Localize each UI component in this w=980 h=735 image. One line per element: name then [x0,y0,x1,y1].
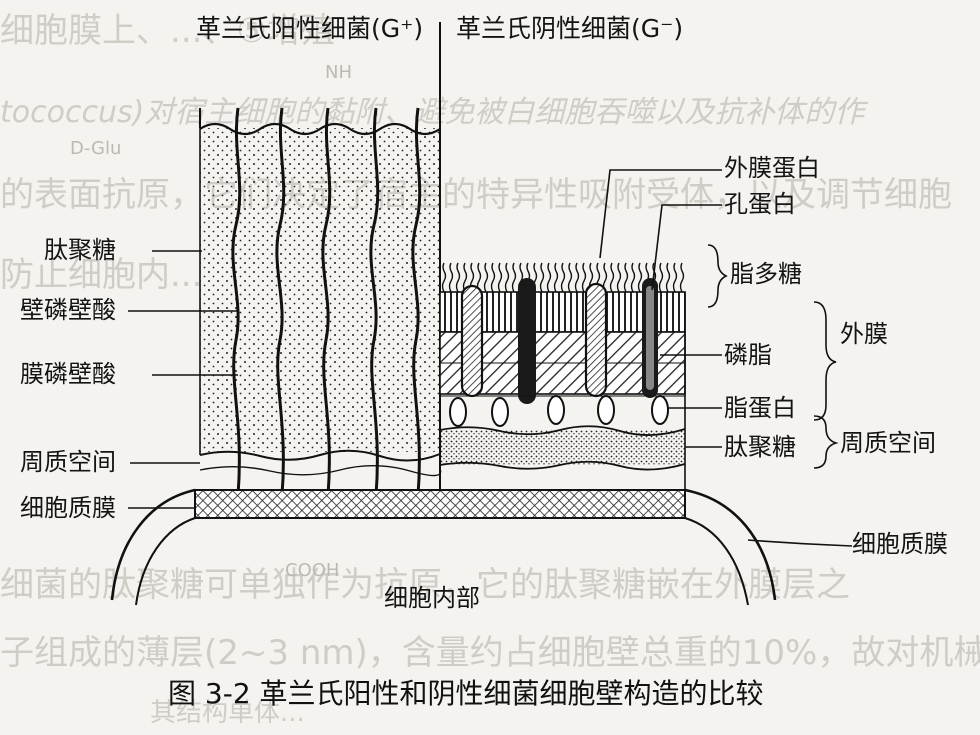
label-phospholipid: 磷脂 [724,341,772,369]
teichoic-chain-1 [231,107,242,496]
label-porin: 孔蛋白 [724,190,796,218]
teichoic-chain-3 [321,107,332,496]
omp-protein-1 [460,284,484,398]
cell-envelope-left-curve [110,488,196,601]
leader-lines [128,169,853,547]
label-cell-interior: 细胞内部 [384,584,480,612]
bg-dglu: D-Glu [70,138,122,159]
bg-text-line-6: 子组成的薄层(2~3 nm)，含量约占细胞壁总重的10%，故对机械 [0,633,980,673]
header-gram-positive: 革兰氏阳性细菌(G⁺) [196,14,424,43]
label-gneg-membrane: 细胞质膜 [852,530,948,558]
bg-text-line-2: tococcus)对宿主细胞的黏附、避免被白细胞吞噬以及抗补体的作 [0,95,865,130]
bg-text-line-4: 防止细胞内... [0,255,203,295]
gpos-periplasm [199,449,441,462]
label-lipoprotein: 脂蛋白 [724,394,796,422]
label-gpos-peptidoglycan: 肽聚糖 [44,236,116,264]
label-outer-membrane: 外膜 [840,320,888,348]
omp-protein-2 [584,282,608,398]
bg-cooh: COOH [285,560,340,581]
label-gpos-periplasm: 周质空间 [20,448,116,476]
label-gneg-peptidoglycan: 肽聚糖 [724,433,796,461]
cell-envelope-right-curve [684,488,777,601]
teichoic-chain-5 [411,107,422,496]
label-lipoteichoic-acid: 膜磷壁酸 [20,360,116,388]
label-teichoic-acid: 壁磷壁酸 [20,296,116,324]
header-gram-negative: 革兰氏阴性细菌(G⁻) [456,14,684,43]
label-lps: 脂多糖 [730,260,802,288]
label-gpos-membrane: 细胞质膜 [20,494,116,522]
figure-caption: 图 3-2 革兰氏阳性和阴性细菌细胞壁构造的比较 [168,677,764,710]
porin-protein-1 [518,278,536,404]
teichoic-chain-2 [275,107,286,496]
label-gneg-periplasm: 周质空间 [840,429,936,457]
bg-text-line-7: 其结构单体... [150,698,305,728]
bg-text-line-1: 细胞膜上、...、⑤增殖 [0,11,335,51]
bg-text-line-5: 细菌的肽聚糖可单独作为抗原，它的肽聚糖嵌在外膜层之 [0,565,850,605]
teichoic-chain-4 [369,107,380,496]
bg-text-line-3: 的表面抗原，它们决定了宿主的特异性吸附受体，以及调节细胞 [0,175,952,215]
lipoprotein-row [449,395,669,427]
bg-nh: NH [325,62,352,83]
cytoplasmic-membrane [194,489,686,519]
label-omp: 外膜蛋白 [724,154,820,182]
